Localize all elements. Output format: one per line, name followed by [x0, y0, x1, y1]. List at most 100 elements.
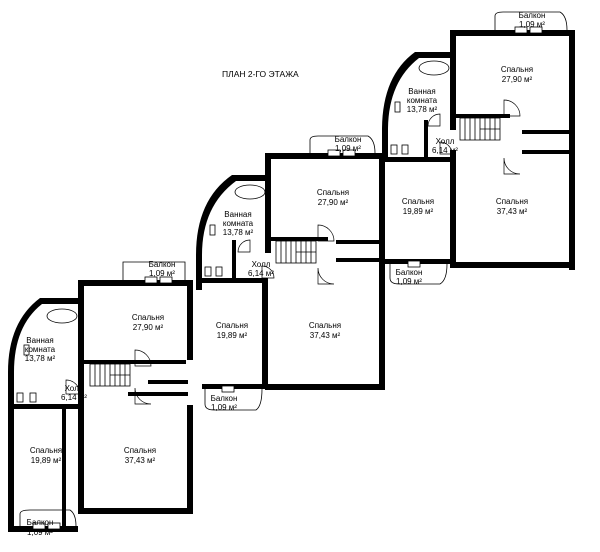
room-bedroom-small: Спальня 19,89 м²: [30, 446, 62, 465]
door-swing-icon: [237, 239, 251, 253]
balcony-bottom: [389, 260, 448, 285]
svg-text:Балкон: Балкон: [335, 135, 362, 144]
room-bedroom-small: Спальня 19,89 м²: [402, 197, 434, 216]
staircase-icon: [89, 363, 131, 387]
svg-text:6,14 м²: 6,14 м²: [432, 146, 458, 155]
svg-text:комната: комната: [407, 96, 438, 105]
room-bathroom: Ванная комната 13,78 м²: [25, 336, 56, 363]
svg-text:13,78 м²: 13,78 м²: [407, 105, 438, 114]
door-swing-icon: [134, 349, 152, 367]
balcony-bottom-label: Балкон 1,09 м²: [396, 268, 423, 286]
balcony-bottom-label: Балкон 1,09 м²: [27, 518, 54, 537]
svg-text:Спальня: Спальня: [309, 321, 341, 330]
svg-text:19,89 м²: 19,89 м²: [31, 456, 62, 465]
balcony-top-label: Балкон 1,09 м²: [519, 11, 546, 29]
svg-text:Балкон: Балкон: [27, 518, 54, 527]
svg-text:37,43 м²: 37,43 м²: [497, 207, 528, 216]
svg-text:комната: комната: [223, 219, 254, 228]
balcony-top: [309, 135, 376, 157]
door-swing-icon: [439, 141, 453, 155]
svg-text:1,09 м²: 1,09 м²: [27, 528, 53, 537]
svg-text:13,78 м²: 13,78 м²: [223, 228, 254, 237]
balcony-bottom: [19, 509, 77, 530]
svg-text:6,14 м²: 6,14 м²: [248, 269, 274, 278]
svg-text:Спальня: Спальня: [132, 313, 164, 322]
room-hall: Холл 6,14 м²: [61, 384, 87, 402]
door-swing-icon: [65, 379, 81, 395]
toilet-icon: [16, 392, 24, 403]
svg-text:27,90 м²: 27,90 м²: [318, 198, 349, 207]
svg-text:Спальня: Спальня: [216, 321, 248, 330]
svg-text:Ванная: Ванная: [26, 336, 53, 345]
svg-text:19,89 м²: 19,89 м²: [217, 331, 248, 340]
svg-text:19,89 м²: 19,89 м²: [403, 207, 434, 216]
sink-icon: [209, 224, 216, 236]
plan-title: ПЛАН 2-ГО ЭТАЖА: [222, 69, 299, 79]
balcony-bottom: [204, 385, 263, 411]
svg-text:1,09 м²: 1,09 м²: [211, 403, 237, 412]
svg-text:Спальня: Спальня: [501, 65, 533, 74]
svg-text:6,14 м²: 6,14 м²: [61, 393, 87, 402]
toilet-icon: [390, 144, 398, 155]
balcony-top-label: Балкон 1,09 м²: [149, 260, 176, 278]
room-bedroom-large: Спальня 37,43 м²: [496, 197, 528, 216]
svg-text:37,43 м²: 37,43 м²: [310, 331, 341, 340]
balcony-bottom-label: Балкон 1,09 м²: [211, 394, 238, 412]
svg-text:13,78 м²: 13,78 м²: [25, 354, 56, 363]
room-hall: Холл 6,14 м²: [432, 137, 458, 155]
bidet-icon: [215, 266, 223, 277]
staircase-icon: [459, 117, 501, 141]
room-hall: Холл 6,14 м²: [248, 260, 274, 278]
svg-text:комната: комната: [25, 345, 56, 354]
room-bedroom-top: Спальня 27,90 м²: [501, 65, 533, 84]
door-swing-icon: [317, 224, 335, 242]
toilet-icon: [204, 266, 212, 277]
svg-text:Балкон: Балкон: [519, 11, 546, 20]
balcony-top-label: Балкон 1,09 м²: [335, 135, 362, 153]
svg-text:Спальня: Спальня: [496, 197, 528, 206]
bidet-icon: [29, 392, 37, 403]
room-bathroom: Ванная комната 13,78 м²: [407, 87, 438, 114]
walls: [8, 280, 193, 532]
svg-text:1,09 м²: 1,09 м²: [335, 144, 361, 153]
walls: [196, 153, 385, 390]
door-swing-icon: [317, 267, 335, 285]
walls: [382, 30, 575, 270]
room-bathroom: Ванная комната 13,78 м²: [223, 210, 254, 237]
door-swing-icon: [503, 157, 521, 175]
room-bedroom-small: Спальня 19,89 м²: [216, 321, 248, 340]
svg-text:Холл: Холл: [65, 384, 84, 393]
door-swing-icon: [134, 387, 152, 405]
staircase-icon: [275, 240, 317, 264]
door-swing-icon: [261, 265, 275, 279]
apartment-unit-1: Ванная комната 13,78 м² Холл 6,14 м² Спа…: [8, 260, 193, 537]
room-bedroom-top: Спальня 27,90 м²: [132, 313, 164, 332]
svg-text:1,09 м²: 1,09 м²: [396, 277, 422, 286]
svg-text:Спальня: Спальня: [30, 446, 62, 455]
room-bedroom-large: Спальня 37,43 м²: [309, 321, 341, 340]
svg-text:27,90 м²: 27,90 м²: [133, 323, 164, 332]
svg-text:37,43 м²: 37,43 м²: [125, 456, 156, 465]
door-swing-icon: [427, 113, 441, 127]
sink-icon: [394, 101, 401, 113]
svg-text:Холл: Холл: [436, 137, 455, 146]
svg-text:Холл: Холл: [252, 260, 271, 269]
balcony-top: [494, 11, 568, 34]
svg-text:Ванная: Ванная: [224, 210, 251, 219]
room-bedroom-large: Спальня 37,43 м²: [124, 446, 156, 465]
svg-text:1,09 м²: 1,09 м²: [149, 269, 175, 278]
bathtub-icon: [418, 60, 450, 76]
sink-icon: [23, 344, 30, 356]
svg-text:Спальня: Спальня: [124, 446, 156, 455]
svg-text:1,09 м²: 1,09 м²: [519, 20, 545, 29]
apartment-unit-2: Ванная комната 13,78 м² Холл 6,14 м² Спа…: [196, 135, 385, 412]
door-swing-icon: [503, 99, 521, 117]
bidet-icon: [401, 144, 409, 155]
svg-text:Спальня: Спальня: [402, 197, 434, 206]
room-bedroom-top: Спальня 27,90 м²: [317, 188, 349, 207]
svg-text:Балкон: Балкон: [211, 394, 238, 403]
svg-text:Балкон: Балкон: [396, 268, 423, 277]
bathtub-icon: [46, 308, 78, 324]
svg-text:Спальня: Спальня: [317, 188, 349, 197]
